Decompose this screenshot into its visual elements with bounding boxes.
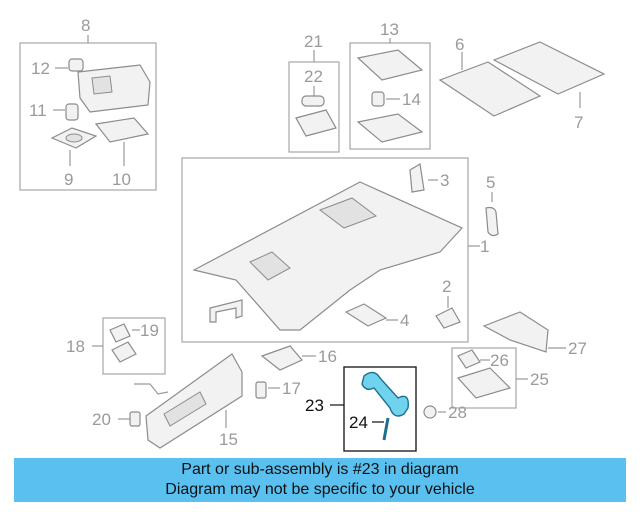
- part-24-bolt[interactable]: [382, 417, 390, 441]
- part-22-bulb[interactable]: [301, 95, 325, 107]
- part-5-trim[interactable]: [485, 206, 499, 237]
- callout-9[interactable]: 9: [64, 170, 73, 189]
- part-23-assist-grip[interactable]: [361, 371, 409, 417]
- callout-19[interactable]: 19: [140, 321, 159, 340]
- part-13-lamp-lens[interactable]: [356, 113, 424, 143]
- part-11-socket[interactable]: [65, 103, 79, 121]
- part-19-clip[interactable]: [109, 323, 131, 343]
- callout-8[interactable]: 8: [81, 16, 90, 35]
- visor-mirror: [163, 391, 207, 427]
- info-banner: Part or sub-assembly is #23 in diagram D…: [14, 458, 626, 502]
- callout-16[interactable]: 16: [318, 347, 337, 366]
- callout-12[interactable]: 12: [31, 59, 50, 78]
- visor-arm: [134, 383, 169, 395]
- part-14-bulb[interactable]: [371, 91, 385, 107]
- part-26-cover[interactable]: [457, 349, 481, 369]
- part-10-cover[interactable]: [94, 117, 150, 143]
- group-box-headliner: [181, 157, 469, 343]
- headliner-lamp-opening: [249, 251, 291, 281]
- part-3-clip[interactable]: [409, 163, 425, 193]
- part-6-pad[interactable]: [438, 61, 542, 117]
- map-lamp-group-21: 21 22: [288, 32, 340, 153]
- callout-23[interactable]: 23: [305, 396, 324, 415]
- callout-4[interactable]: 4: [400, 311, 409, 330]
- pillar-trim-5: 5: [485, 173, 499, 237]
- callout-7[interactable]: 7: [574, 113, 583, 132]
- group-box-25: [451, 347, 517, 409]
- callout-11[interactable]: 11: [29, 101, 47, 120]
- part-1-headliner[interactable]: [192, 181, 464, 331]
- headliner-group: 1 3 2 4: [181, 157, 489, 343]
- part-13-lamp-housing[interactable]: [356, 49, 424, 81]
- callout-1[interactable]: 1: [480, 237, 489, 256]
- callout-18[interactable]: 18: [66, 337, 85, 356]
- callout-10[interactable]: 10: [112, 170, 131, 189]
- callout-21[interactable]: 21: [304, 32, 323, 51]
- part-2-bracket[interactable]: [435, 307, 461, 329]
- part-12-bulb[interactable]: [68, 58, 84, 72]
- dome-lamp-lens: [91, 75, 113, 95]
- sun-visor-group: 15 20 17 16: [92, 345, 337, 449]
- callout-6[interactable]: 6: [455, 35, 464, 54]
- callout-15[interactable]: 15: [219, 430, 238, 449]
- callout-14[interactable]: 14: [402, 90, 421, 109]
- callout-20[interactable]: 20: [92, 410, 111, 429]
- part-20-screw[interactable]: [129, 411, 141, 427]
- trim-27: 27: [482, 311, 587, 358]
- banner-line-1: Part or sub-assembly is #23 in diagram: [181, 461, 459, 478]
- part-25-grip[interactable]: [456, 367, 512, 399]
- callout-25[interactable]: 25: [530, 370, 549, 389]
- clip-28: 28: [423, 403, 467, 422]
- part-7-pad[interactable]: [492, 41, 606, 95]
- part-18-holder[interactable]: [111, 341, 137, 363]
- dome-lamp-housing[interactable]: [77, 64, 151, 113]
- part-21-lamp[interactable]: [295, 109, 337, 137]
- callout-2[interactable]: 2: [442, 277, 451, 296]
- callout-13[interactable]: 13: [380, 20, 399, 39]
- map-lamp-group-13: 13 14: [349, 20, 431, 150]
- callout-5[interactable]: 5: [486, 173, 495, 192]
- dome-lamp-group: 8 12 11 9 10: [19, 16, 157, 191]
- part-9-lens-center: [65, 133, 83, 143]
- callout-22[interactable]: 22: [304, 67, 323, 86]
- callout-3[interactable]: 3: [440, 171, 449, 190]
- headliner-handle-bracket: [209, 299, 243, 323]
- part-16-bracket[interactable]: [260, 345, 303, 371]
- headliner-pads: 6 7: [438, 35, 606, 132]
- part-28-clip[interactable]: [423, 405, 437, 419]
- assist-grip-group-23: 23 24: [305, 366, 417, 452]
- headliner-sunroof-opening: [318, 197, 378, 229]
- callout-17[interactable]: 17: [282, 379, 301, 398]
- callout-24[interactable]: 24: [349, 413, 368, 432]
- banner-line-2: Diagram may not be specific to your vehi…: [165, 481, 475, 498]
- visor-clip-group: 19 18: [66, 317, 166, 375]
- group-box-23: [343, 366, 417, 452]
- callout-28[interactable]: 28: [448, 403, 467, 422]
- part-27-trim[interactable]: [482, 311, 549, 353]
- grip-group-25: 26 25: [451, 347, 549, 409]
- part-17-screw[interactable]: [255, 381, 267, 399]
- part-4-pad[interactable]: [344, 303, 388, 327]
- callout-26[interactable]: 26: [490, 351, 509, 370]
- callout-27[interactable]: 27: [568, 339, 587, 358]
